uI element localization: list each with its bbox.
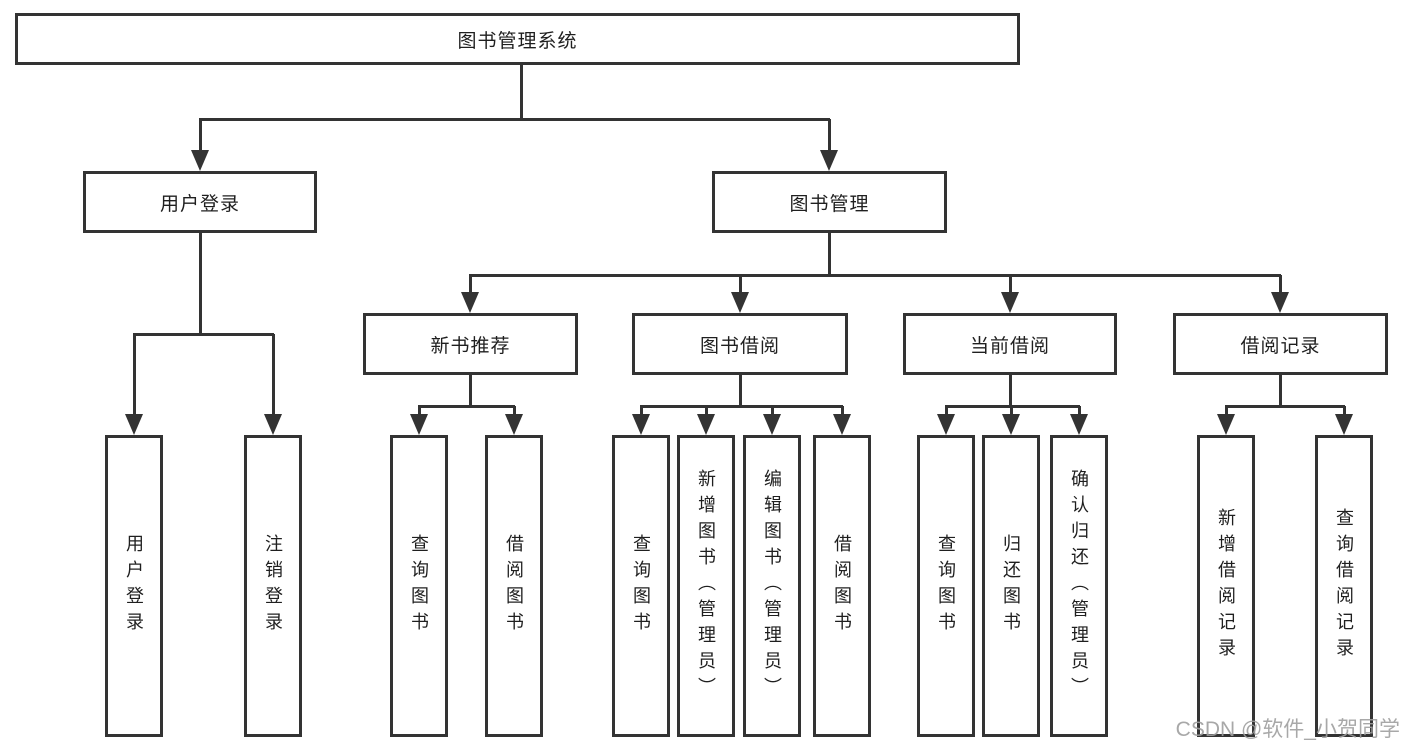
node-current-borrow-label: 当前借阅 [969,335,1050,357]
node-current-borrow: 当前借阅 [903,313,1117,375]
leaf-current-query-book-label: 查询图书 [936,534,956,638]
leaf-logout-label: 注销登录 [263,534,283,638]
arrowhead-down [1335,414,1353,435]
leaf-return-book: 归还图书 [982,435,1040,737]
connector-line [1279,275,1282,294]
connector-line [771,406,774,416]
node-root: 图书管理系统 [15,13,1020,65]
leaf-logout: 注销登录 [244,435,302,737]
leaf-confirm-return-admin-label: 确认归还（管理员） [1069,469,1089,703]
leaf-borrow-book-label: 借阅图书 [832,534,852,638]
connector-line [1225,406,1228,416]
arrowhead-down [264,414,282,435]
watermark: CSDN @软件_小贺同学 [1175,718,1400,741]
arrowhead-down [125,414,143,435]
connector-line [1343,406,1346,416]
connector-line [1009,375,1012,408]
leaf-query-borrow-record-label: 查询借阅记录 [1334,508,1354,664]
connector-line [469,274,1281,277]
node-new-book-recommend-label: 新书推荐 [430,335,511,357]
leaf-recommend-borrow-book-label: 借阅图书 [504,534,524,638]
connector-line [469,375,472,408]
leaf-edit-book-admin-label: 编辑图书（管理员） [762,469,782,703]
node-book-management-label: 图书管理 [789,193,870,215]
connector-line [1279,375,1282,408]
connector-line [739,275,742,294]
connector-line [1078,406,1081,416]
leaf-user-login-label: 用户登录 [124,534,144,638]
leaf-user-login: 用户登录 [105,435,163,737]
arrowhead-down [410,414,428,435]
connector-line [199,118,830,121]
arrowhead-down [937,414,955,435]
arrowhead-down [763,414,781,435]
node-user-login: 用户登录 [83,171,317,233]
connector-line [828,233,831,277]
connector-line [133,334,136,416]
node-book-borrow: 图书借阅 [632,313,848,375]
connector-line [739,375,742,408]
leaf-add-book-admin: 新增图书（管理员） [677,435,735,737]
leaf-confirm-return-admin: 确认归还（管理员） [1050,435,1108,737]
leaf-borrow-book: 借阅图书 [813,435,871,737]
connector-line [418,406,421,416]
connector-line [272,334,275,416]
node-book-management: 图书管理 [712,171,947,233]
arrowhead-down [1002,414,1020,435]
leaf-edit-book-admin: 编辑图书（管理员） [743,435,801,737]
leaf-add-borrow-record-label: 新增借阅记录 [1216,508,1236,664]
node-user-login-label: 用户登录 [159,193,240,215]
connector-line [705,406,708,416]
arrowhead-down [461,292,479,313]
connector-line [841,406,844,416]
node-new-book-recommend: 新书推荐 [363,313,578,375]
connector-line [418,405,515,408]
connector-line [640,406,643,416]
arrowhead-down [1001,292,1019,313]
leaf-query-borrow-record: 查询借阅记录 [1315,435,1373,737]
connector-line [133,333,274,336]
leaf-borrow-query-book: 查询图书 [612,435,670,737]
arrowhead-down [820,150,838,171]
connector-line [1009,275,1012,294]
connector-line [513,406,516,416]
arrowhead-down [1271,292,1289,313]
connector-line [1225,405,1345,408]
arrowhead-down [1070,414,1088,435]
arrowhead-down [505,414,523,435]
arrowhead-down [1217,414,1235,435]
arrowhead-down [632,414,650,435]
connector-line [640,405,843,408]
leaf-current-query-book: 查询图书 [917,435,975,737]
connector-line [520,64,523,121]
connector-line [469,275,472,294]
leaf-add-book-admin-label: 新增图书（管理员） [696,469,716,703]
node-root-label: 图书管理系统 [457,30,578,52]
leaf-recommend-query-book-label: 查询图书 [409,534,429,638]
leaf-add-borrow-record: 新增借阅记录 [1197,435,1255,737]
connector-line [1010,406,1013,416]
connector-line [199,233,202,336]
node-borrow-records: 借阅记录 [1173,313,1388,375]
connector-line [828,119,831,152]
arrowhead-down [731,292,749,313]
leaf-recommend-borrow-book: 借阅图书 [485,435,543,737]
connector-line [199,119,202,152]
arrowhead-down [697,414,715,435]
leaf-borrow-query-book-label: 查询图书 [631,534,651,638]
node-borrow-records-label: 借阅记录 [1240,335,1321,357]
leaf-return-book-label: 归还图书 [1001,534,1021,638]
node-book-borrow-label: 图书借阅 [699,335,780,357]
leaf-recommend-query-book: 查询图书 [390,435,448,737]
arrowhead-down [833,414,851,435]
connector-line [945,406,948,416]
arrowhead-down [191,150,209,171]
